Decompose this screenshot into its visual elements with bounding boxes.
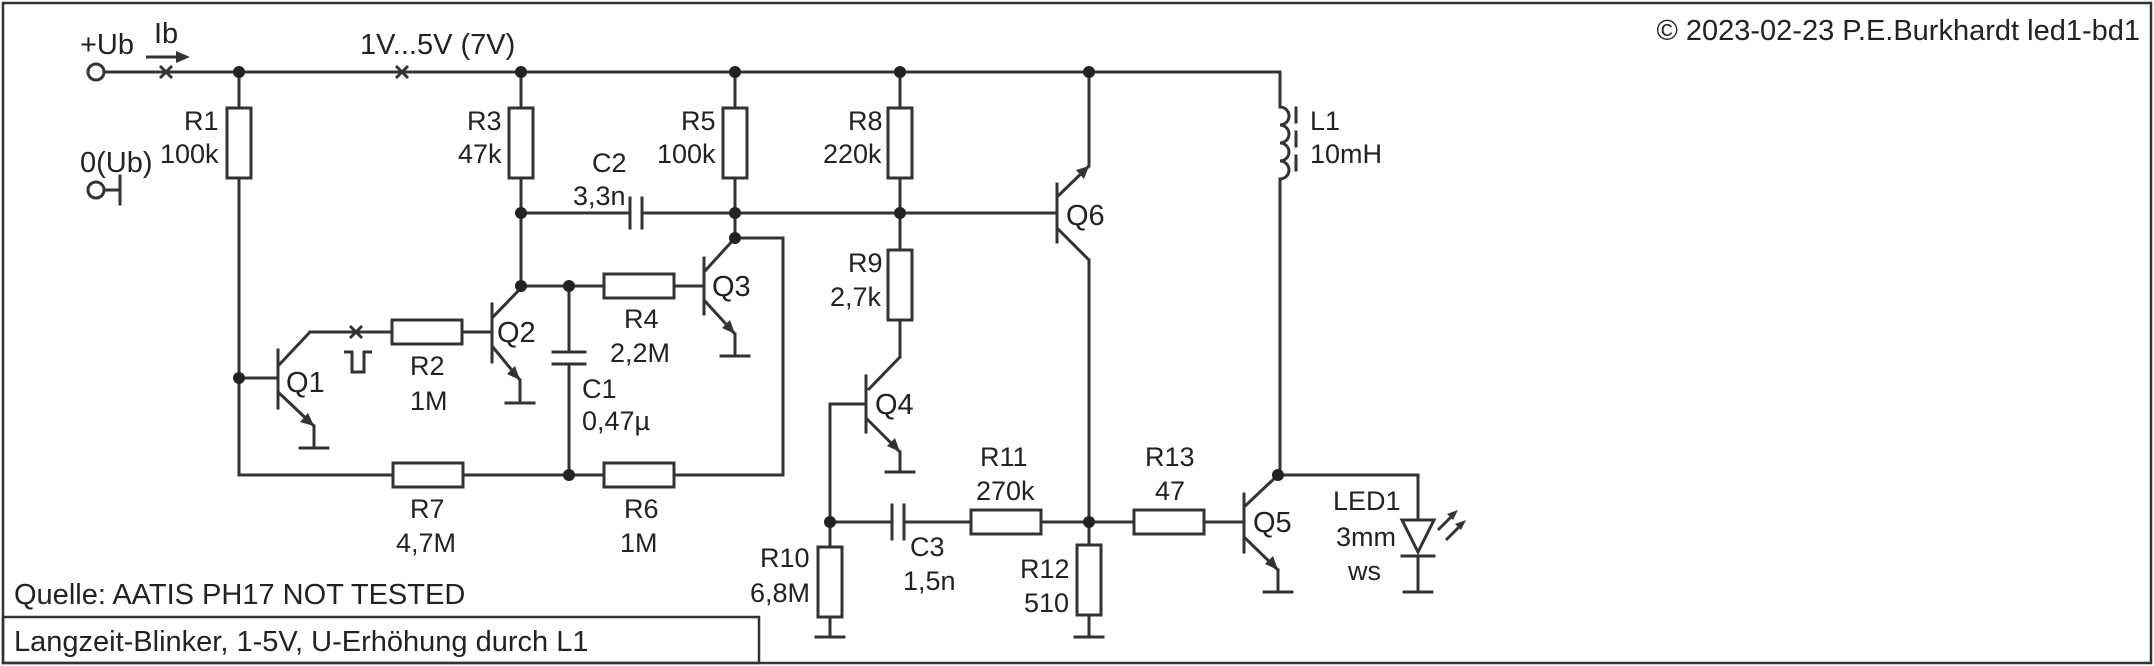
r9-value: 2,7k xyxy=(830,282,882,312)
transistor-q5 xyxy=(1238,473,1294,594)
r2-name: R2 xyxy=(410,351,445,381)
r1-value: 100k xyxy=(160,139,219,169)
led-name: LED1 xyxy=(1333,486,1401,516)
resistor-r12 xyxy=(1073,543,1105,639)
source-note: Quelle: AATIS PH17 NOT TESTED xyxy=(14,579,465,611)
q4-label: Q4 xyxy=(875,389,914,421)
resistor-r7 xyxy=(237,461,606,489)
r4-name: R4 xyxy=(624,304,659,334)
supply-rail xyxy=(86,51,1282,109)
q6-label: Q6 xyxy=(1066,200,1105,232)
r2-value: 1M xyxy=(410,386,448,416)
inductor-l1 xyxy=(1278,105,1298,477)
r10-name: R10 xyxy=(760,543,810,573)
r12-name: R12 xyxy=(1020,554,1070,584)
caption-box xyxy=(1,615,761,665)
r7-name: R7 xyxy=(410,494,445,524)
capacitor-c3 xyxy=(828,503,973,541)
q5-label: Q5 xyxy=(1253,507,1292,539)
r13-name: R13 xyxy=(1145,442,1195,472)
c3-name: C3 xyxy=(910,532,945,562)
transistor-q6 xyxy=(898,70,1091,547)
transistor-q2 xyxy=(478,210,536,405)
resistor-r3 xyxy=(507,70,535,290)
supply-current-label: Ib xyxy=(154,18,178,50)
led-color: ws xyxy=(1347,556,1381,586)
r10-value: 6,8M xyxy=(750,578,810,608)
resistor-r11 xyxy=(969,508,1136,536)
r8-value: 220k xyxy=(823,139,882,169)
r11-value: 270k xyxy=(976,476,1035,506)
resistor-r13 xyxy=(1132,508,1242,536)
r5-name: R5 xyxy=(681,106,716,136)
r9-name: R9 xyxy=(848,248,883,278)
resistor-r2 xyxy=(353,318,482,346)
r3-value: 47k xyxy=(458,139,502,169)
resistor-r10 xyxy=(814,520,846,639)
caption-text: Langzeit-Blinker, 1-5V, U-Erhöhung durch… xyxy=(14,626,588,658)
c2-value: 3,3n xyxy=(573,181,626,211)
transistor-q3 xyxy=(698,176,785,477)
resistor-r1 xyxy=(225,70,253,477)
l1-name: L1 xyxy=(1310,106,1340,136)
r12-value: 510 xyxy=(1024,588,1069,618)
q3-label: Q3 xyxy=(712,271,751,303)
r8-name: R8 xyxy=(848,106,883,136)
c1-name: C1 xyxy=(582,374,617,404)
l1-value: 10mH xyxy=(1310,139,1382,169)
c3-value: 1,5n xyxy=(903,566,956,596)
r6-value: 1M xyxy=(620,528,658,558)
led-size: 3mm xyxy=(1336,522,1396,552)
resistor-r6 xyxy=(567,461,785,489)
junction-dots xyxy=(233,66,1284,528)
q1-label: Q1 xyxy=(286,367,325,399)
copyright-text: © 2023-02-23 P.E.Burkhardt led1-bd1 xyxy=(1656,15,2140,47)
transistor-q1 xyxy=(237,330,357,450)
c2-name: C2 xyxy=(592,148,627,178)
r7-value: 4,7M xyxy=(396,528,456,558)
ground-label: 0(Ub) xyxy=(80,147,153,179)
resistor-r9 xyxy=(886,248,914,359)
led1 xyxy=(1276,473,1466,594)
r3-name: R3 xyxy=(467,106,502,136)
ground-terminal xyxy=(86,174,122,206)
c1-value: 0,47µ xyxy=(582,406,650,436)
resistor-r8 xyxy=(886,70,914,252)
capacitor-c1 xyxy=(551,284,587,477)
supply-voltage-label: 1V...5V (7V) xyxy=(360,29,515,61)
supply-plus-label: +Ub xyxy=(80,29,134,61)
q2-label: Q2 xyxy=(497,317,536,349)
resistor-r4 xyxy=(519,272,702,300)
r6-name: R6 xyxy=(624,494,659,524)
resistor-r5 xyxy=(721,70,749,180)
r4-value: 2,2M xyxy=(610,338,670,368)
r13-value: 47 xyxy=(1155,476,1185,506)
r11-name: R11 xyxy=(980,442,1028,472)
r5-value: 100k xyxy=(657,139,716,169)
transistor-q4 xyxy=(828,355,916,524)
r1-name: R1 xyxy=(184,106,219,136)
